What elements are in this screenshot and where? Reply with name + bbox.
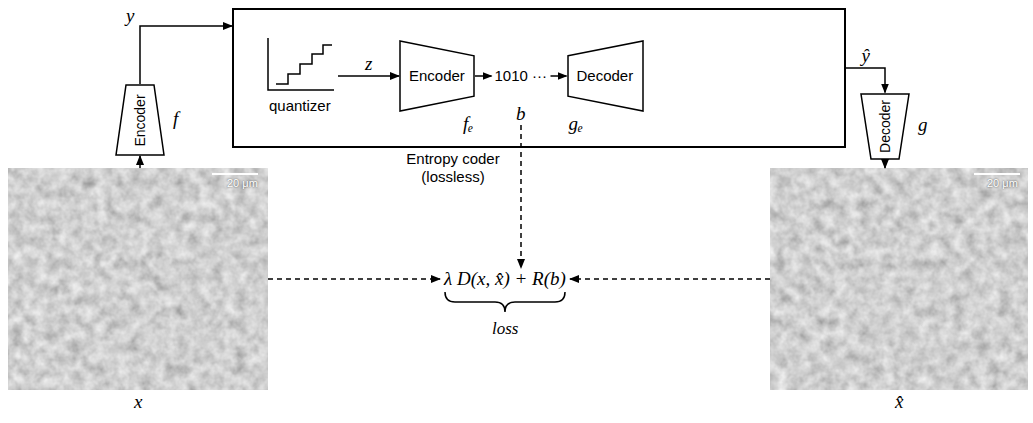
encoder-trapezoid: Encoderf (115, 84, 165, 156)
quantizer-axes (268, 38, 334, 90)
edge-label: y (125, 5, 135, 27)
connector (338, 75, 399, 77)
connector (884, 160, 886, 169)
connector (551, 75, 567, 77)
block-label: Decoder (577, 67, 634, 85)
edge-label: z (364, 53, 373, 75)
block-label: Decoder (876, 100, 893, 153)
block-label: Encoder (409, 67, 465, 85)
microscopy-image-frame: 20 μmx (8, 168, 268, 390)
entropy-coder-frame: Entropy coder (lossless)quantizerEncoder… (232, 8, 846, 148)
connector (140, 26, 232, 84)
microscopy-image-frame: 20 μmx̂ (770, 168, 1028, 390)
trapezoid-shape (861, 94, 909, 159)
decoder-trapezoid: Decoderg (860, 93, 910, 160)
variable-symbol: x̂ (895, 391, 903, 413)
quantizer-block: quantizer (262, 36, 338, 116)
microscopy-image (770, 168, 1028, 390)
decoder-trapezoid: Decodergₑ (567, 40, 644, 112)
quantizer-staircase (276, 45, 332, 84)
microscopy-image (8, 168, 268, 390)
bitstream-text: 1010 ··· (495, 67, 548, 85)
curly-brace (445, 292, 565, 312)
connector (475, 75, 492, 77)
scale-label: 20 μm (987, 177, 1018, 190)
edge-label: ŷ (861, 45, 871, 67)
encoder-trapezoid: Encoderfₑ (399, 40, 475, 112)
loss-formula: λ D(x, x̂) + R(b) (444, 268, 566, 290)
loss-function: λ D(x, x̂) + R(b) loss (440, 268, 570, 340)
variable-symbol: b (516, 103, 526, 125)
connector (570, 278, 770, 280)
block-label: Encoder (132, 94, 149, 146)
block-caption: Entropy coder (lossless) (397, 150, 509, 186)
scale-label: 20 μm (227, 177, 258, 190)
function-symbol: fₑ (463, 113, 473, 135)
scale-bar (212, 173, 258, 175)
scale-bar (974, 173, 1020, 175)
connector (268, 278, 440, 280)
trapezoid-shape (400, 41, 474, 111)
connector (139, 156, 141, 168)
function-symbol: gₑ (569, 113, 583, 135)
variable-symbol: x (134, 391, 142, 413)
connector (846, 68, 885, 93)
loss-label: loss (492, 319, 518, 339)
bitstream: 1010 ··· b (492, 67, 551, 125)
trapezoid-shape (568, 41, 643, 111)
function-symbol: g (918, 114, 928, 136)
block-label: quantizer (269, 97, 331, 115)
function-symbol: f (173, 108, 178, 130)
trapezoid-shape (116, 85, 164, 155)
